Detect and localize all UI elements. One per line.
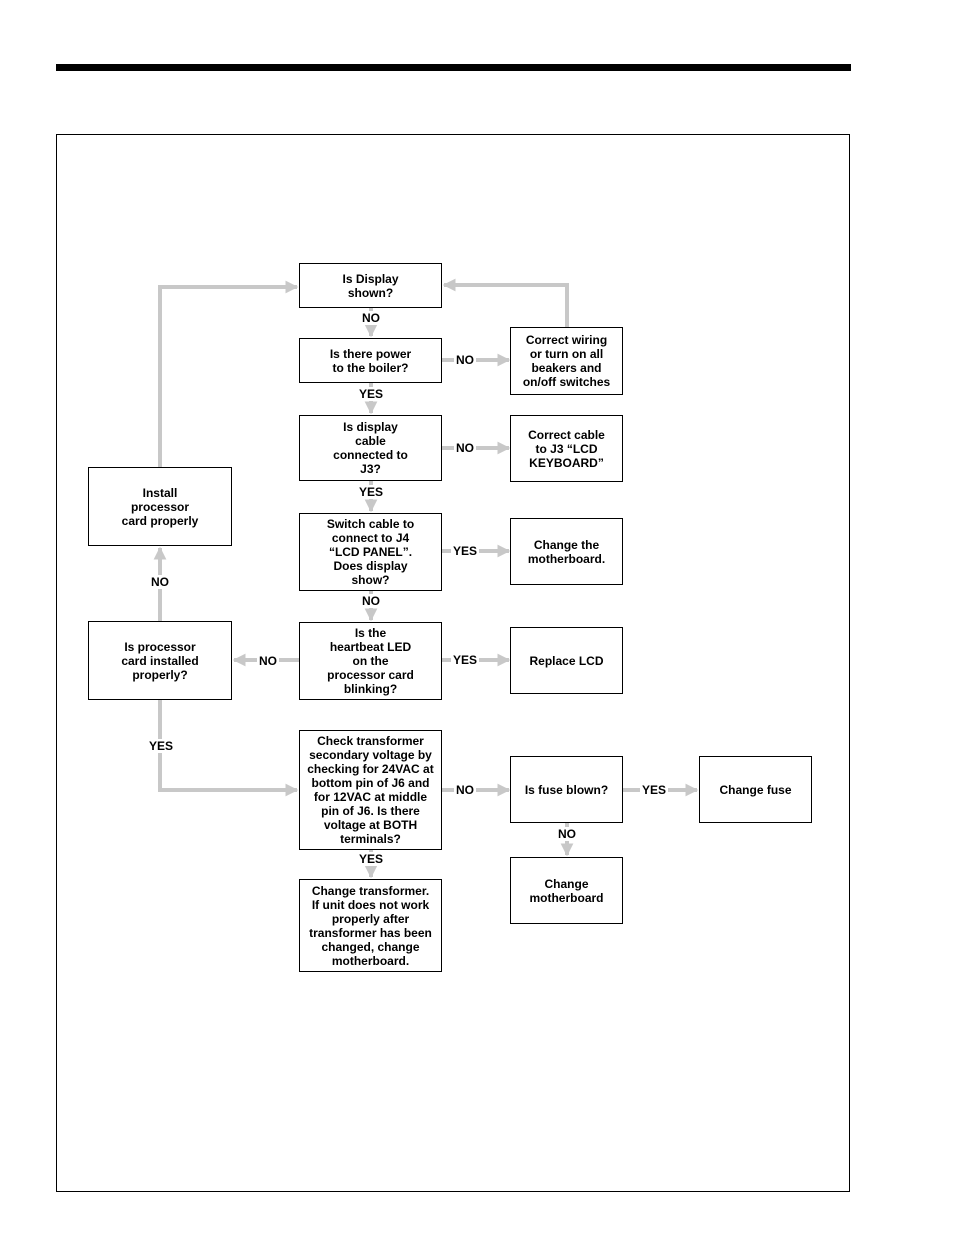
node-text: Is processor card installed properly?: [121, 639, 199, 682]
label-yes-fuse: YES: [639, 783, 669, 797]
label-yes-transformer: YES: [356, 852, 386, 866]
label-no-power: NO: [454, 353, 476, 367]
arrow-install-to-display: [158, 280, 299, 467]
label-no-fuse: NO: [556, 827, 578, 841]
label-no-switch: NO: [360, 594, 382, 608]
node-display-cable-connected: Is display cable connected to J3?: [299, 415, 442, 481]
node-text: Is there power to the boiler?: [329, 346, 412, 375]
node-install-processor: Install processor card properly: [88, 467, 232, 546]
label-no-cable: NO: [454, 441, 476, 455]
node-text: Check transformer secondary voltage by c…: [307, 734, 434, 846]
header-rule: [56, 64, 851, 71]
node-change-fuse: Change fuse: [699, 756, 812, 823]
node-text: Install processor card properly: [121, 485, 199, 528]
node-text: Is display cable connected to J3?: [333, 420, 408, 476]
label-yes-heartbeat: YES: [450, 653, 480, 667]
node-text: Is the heartbeat LED on the processor ca…: [327, 626, 414, 696]
diagram-frame: [56, 134, 850, 1192]
label-yes-switch: YES: [450, 544, 480, 558]
node-text: Change transformer. If unit does not wor…: [309, 883, 432, 968]
label-no-heartbeat: NO: [257, 654, 279, 668]
node-text: Switch cable to connect to J4 “LCD PANEL…: [326, 517, 415, 587]
node-switch-cable: Switch cable to connect to J4 “LCD PANEL…: [299, 513, 442, 591]
node-text: Change fuse: [719, 782, 792, 797]
node-change-motherboard-2: Change motherboard: [510, 857, 623, 924]
node-text: Correct wiring or turn on all beakers an…: [522, 333, 611, 389]
node-correct-cable: Correct cable to J3 “LCD KEYBOARD”: [510, 415, 623, 482]
node-heartbeat-led: Is the heartbeat LED on the processor ca…: [299, 622, 442, 700]
node-power-to-boiler: Is there power to the boiler?: [299, 338, 442, 383]
label-no-processor: NO: [149, 575, 171, 589]
label-no-transformer: NO: [454, 783, 476, 797]
node-change-motherboard-1: Change the motherboard.: [510, 518, 623, 585]
node-text: Change the motherboard.: [527, 537, 606, 566]
node-check-transformer: Check transformer secondary voltage by c…: [299, 730, 442, 850]
label-yes-cable: YES: [356, 485, 386, 499]
arrow-processor-to-transformer: [158, 700, 299, 797]
node-text: Change motherboard: [529, 876, 604, 905]
node-correct-wiring: Correct wiring or turn on all beakers an…: [510, 327, 623, 395]
node-text: Correct cable to J3 “LCD KEYBOARD”: [528, 427, 605, 470]
node-fuse-blown: Is fuse blown?: [510, 756, 623, 823]
node-display-shown: Is Display shown?: [299, 263, 442, 308]
label-yes-processor: YES: [146, 739, 176, 753]
node-text: Is fuse blown?: [524, 782, 609, 797]
node-text: Is Display shown?: [342, 271, 399, 300]
node-change-transformer: Change transformer. If unit does not wor…: [299, 879, 442, 972]
node-replace-lcd: Replace LCD: [510, 627, 623, 694]
label-no-display: NO: [360, 311, 382, 325]
node-text: Replace LCD: [529, 653, 604, 668]
label-yes-power: YES: [356, 387, 386, 401]
arrow-wiring-to-display: [442, 278, 569, 327]
node-processor-installed: Is processor card installed properly?: [88, 621, 232, 700]
